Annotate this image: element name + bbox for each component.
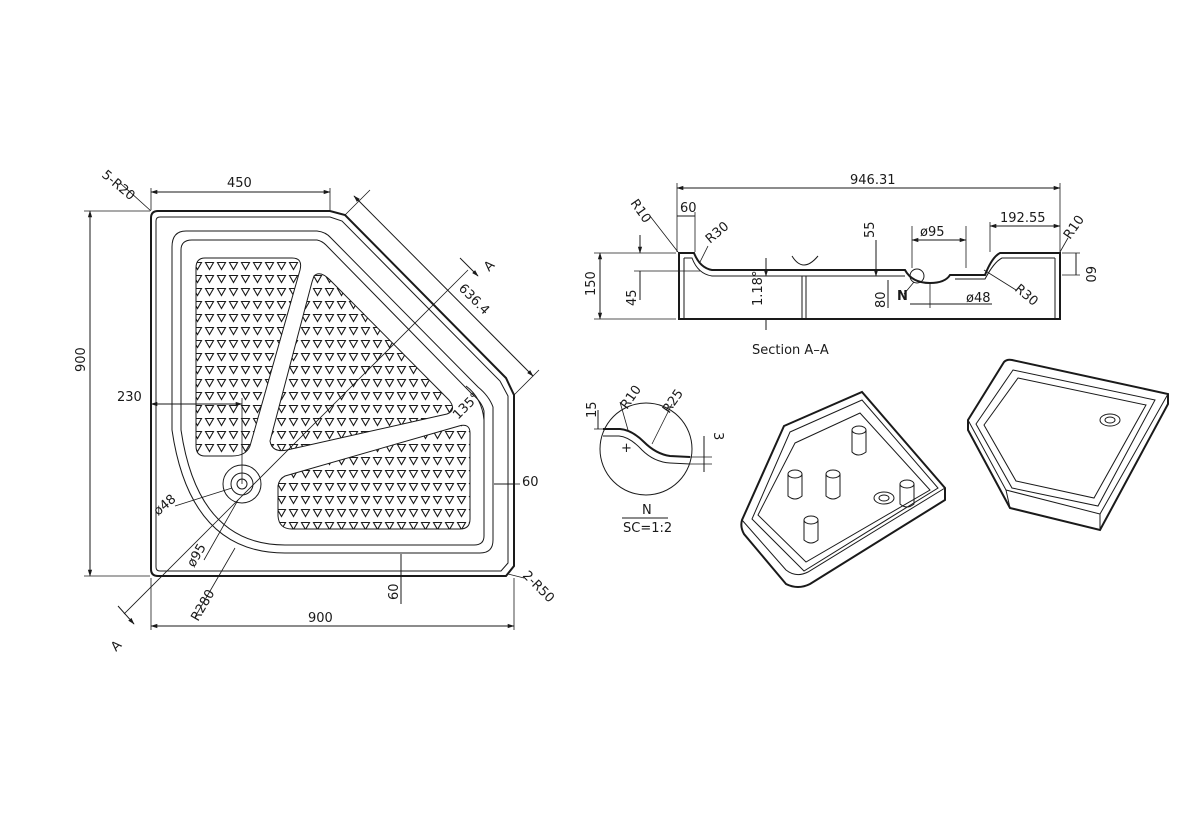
iso-leg-3 [825,469,841,500]
detail-n-marker [909,268,925,284]
iso-underside-inner [757,412,931,563]
iso-top-front [967,393,1169,530]
detail-profile [603,428,691,458]
detail-circle [599,402,693,496]
tray-outline [150,210,515,577]
iso-top-outline [967,358,1169,532]
detail-dim-15: 15 [585,401,600,418]
dim-rim-right: 60 [522,475,539,490]
dim-diagonal: 636.4 [455,281,492,318]
iso-leg-4 [899,479,915,508]
dim-rim-left: 60 [680,201,697,216]
label-corner-radius: 5-R20 [98,168,137,204]
label-detail-ref: N [897,289,908,304]
dim-slope: 1.18° [751,271,766,306]
detail-center-mark: + [621,441,632,456]
basin-edge [180,239,485,546]
texture-pad-left [195,257,302,457]
texture-pad-right [277,424,471,530]
iso-underside-rim [751,399,939,572]
label-r10-left: R10 [627,197,654,227]
dim-height: 900 [74,347,89,372]
section-profile [678,252,1061,320]
section-arrow-bottom [117,605,135,625]
dim-rim-height: 60 [1082,266,1097,283]
dim-line-diagonal [353,195,534,377]
texture-pad-middle [269,273,453,452]
iso-underside-drain [873,491,895,505]
dim-drain-offset: 230 [117,390,142,405]
section-mark-bottom: A [108,638,125,655]
iso-leg-1 [851,425,867,456]
dim-height-45: 45 [625,289,640,306]
dim-depth-80: 80 [874,291,889,308]
detail-dim-3: 3 [710,432,725,440]
iso-underside-outline [740,390,946,588]
dim-rim-right-len: 192.55 [1000,211,1046,226]
dim-bottom-width: 900 [308,611,333,626]
angle-arc [465,385,485,421]
label-drain-hole: ø48 [151,492,179,519]
tray-outline-inner [155,216,509,572]
section-arrow-top [459,257,479,277]
section-drain-dip [791,255,819,266]
section-view: 946.31 60 R10 R30 192.55 R10 60 55 ø95 [584,173,1097,358]
iso-underside-view [740,390,946,588]
section-mark-top: A [481,258,498,275]
label-r30-left: R30 [703,219,732,247]
section-inner-line [684,257,1055,280]
detail-r25: R25 [660,387,687,417]
iso-top-rim [975,369,1156,507]
label-angle: 135° [450,390,483,423]
iso-leg-5 [803,515,819,544]
detail-profile-inner [603,435,691,465]
detail-scale: SC=1:2 [623,521,672,536]
label-outer-radius: 2-R50 [519,568,557,606]
iso-underside-front [741,487,946,576]
label-inner-radius: R280 [188,587,218,624]
section-caption: Section A–A [752,343,829,358]
label-r10-right: R10 [1061,213,1088,243]
label-r30-right: R30 [1011,282,1040,310]
dim-drain-hole: ø48 [966,291,991,306]
detail-n: + R10 R25 15 3 N SC=1:2 [585,383,725,536]
iso-top-drain [1099,413,1121,427]
detail-label: N [642,503,652,518]
dim-height-150: 150 [584,271,599,296]
plan-view: A A 450 5-R20 636.4 900 900 230 ø48 ø [74,168,557,655]
rim-inner-edge [171,230,494,554]
dim-depth-55: 55 [863,221,878,238]
label-drain-recess: ø95 [184,541,209,570]
dim-rim-bottom: 60 [387,583,402,600]
iso-top-view [967,358,1169,532]
dim-top-width: 450 [227,176,252,191]
dim-drain-recess: ø95 [920,225,945,240]
dim-total-length: 946.31 [850,173,896,188]
iso-top-basin [983,377,1147,499]
iso-leg-2 [787,469,803,500]
